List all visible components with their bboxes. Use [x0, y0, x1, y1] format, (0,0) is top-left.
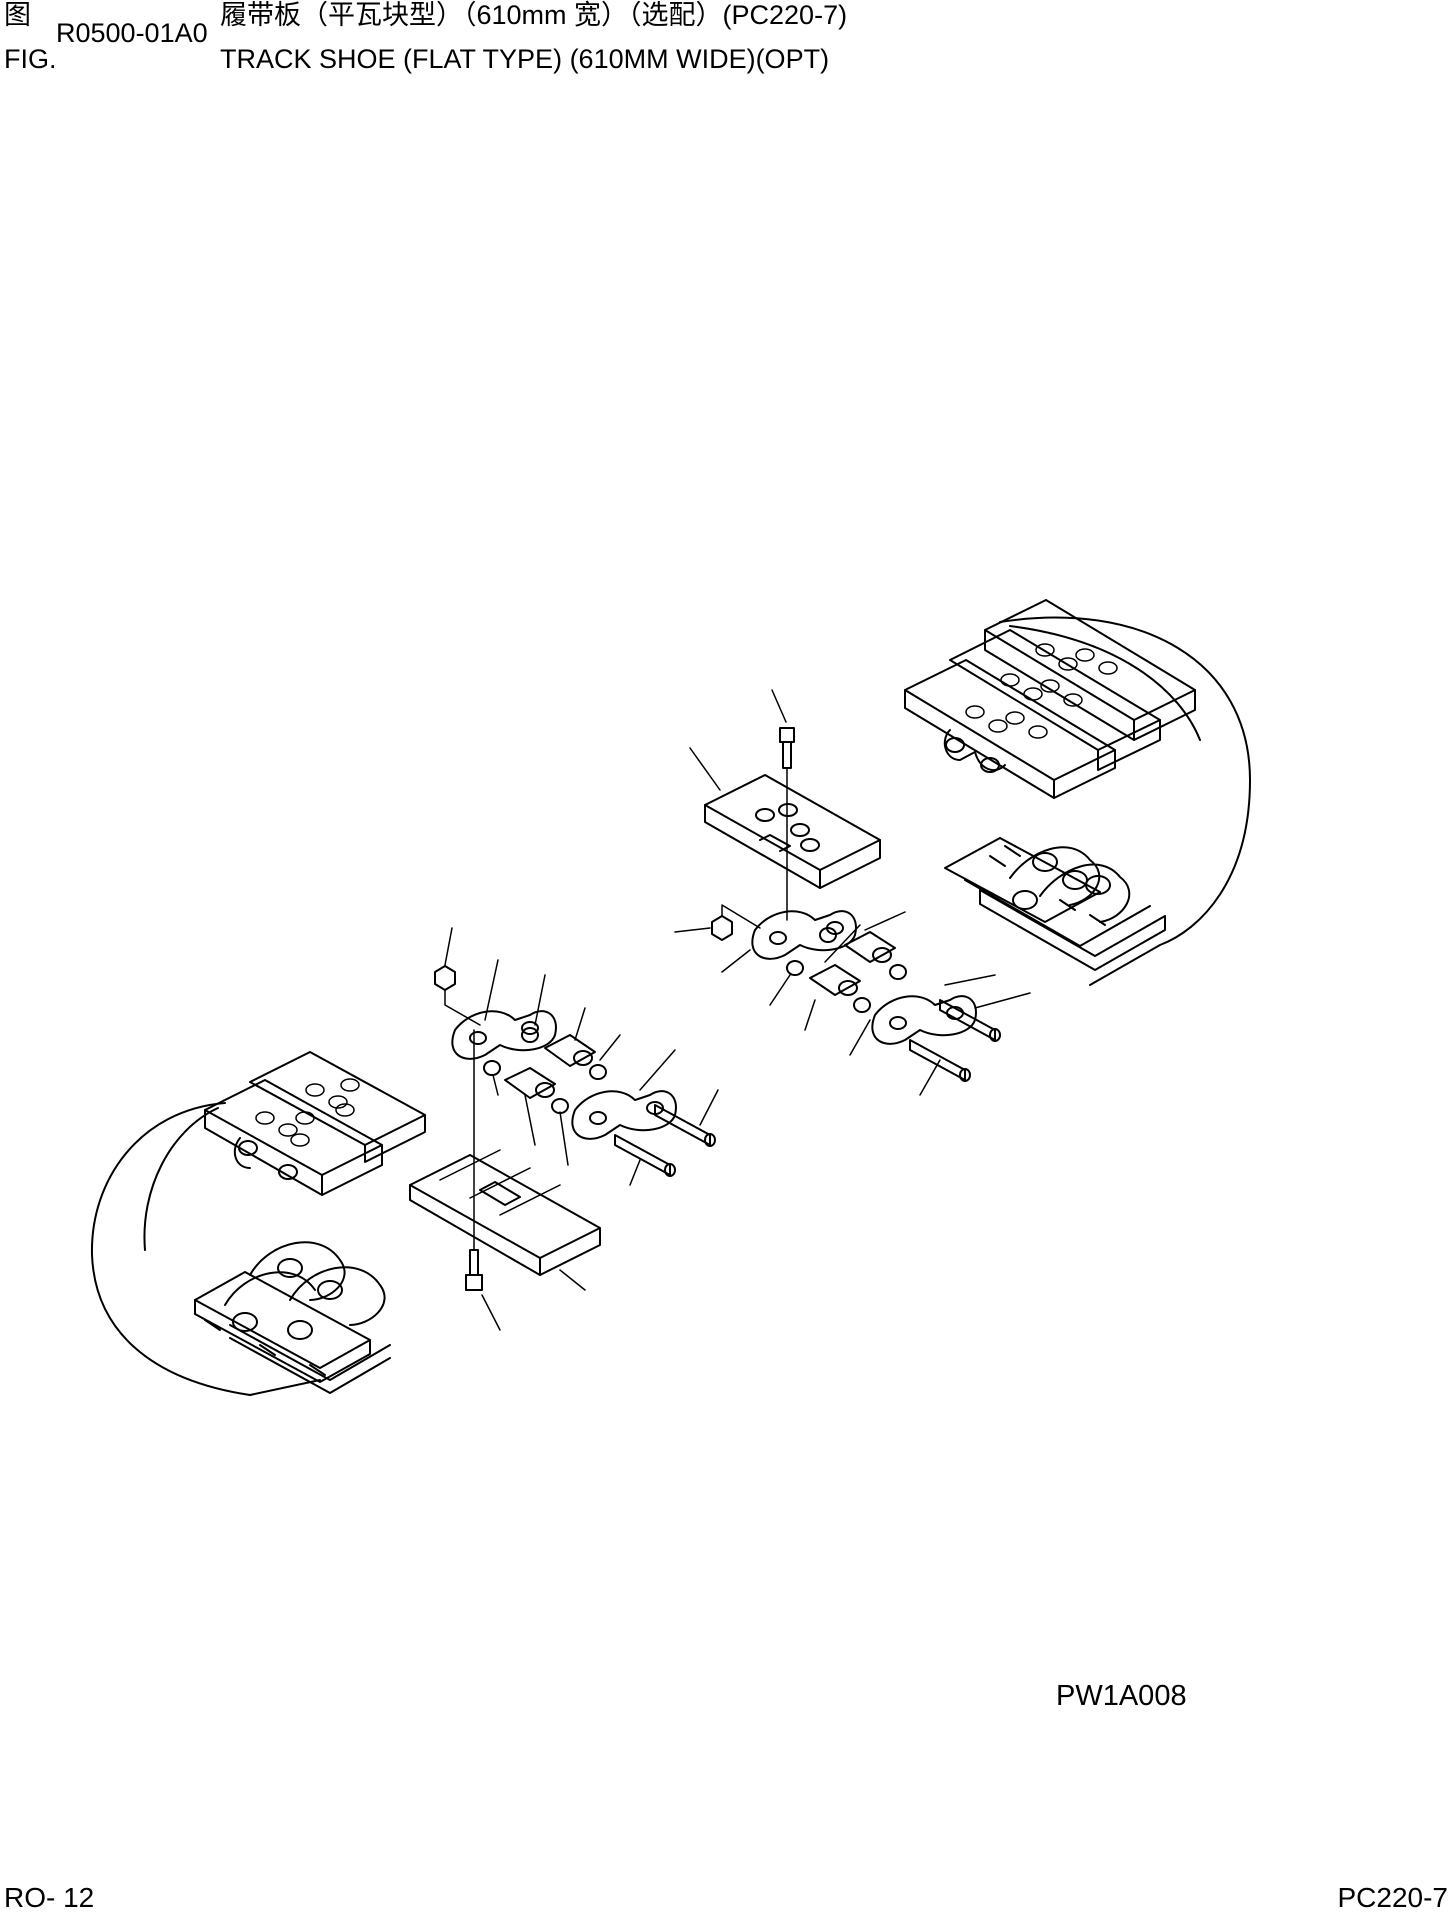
shoe-bolt-lower: [466, 1030, 482, 1290]
exploded-bushings-upper: [787, 928, 906, 1012]
link-assembly-right: [945, 838, 1165, 970]
track-shoe-upper-3: [905, 660, 1115, 798]
track-link-left-right: [572, 1091, 676, 1139]
figure-title-cn: 履带板（平瓦块型）（610mm 宽）（选配）(PC220-7): [220, 0, 848, 30]
shoe-bolt-holes-lower: [256, 1079, 359, 1146]
page-number: RO- 12: [4, 1882, 95, 1913]
shoe-nut-upper: [712, 905, 760, 940]
figure-label-cn: 图: [4, 0, 31, 30]
track-pins-upper: [910, 1000, 1000, 1081]
link-assembly-left: [195, 1242, 390, 1393]
assembled-track-right: [905, 600, 1250, 985]
assembled-track-left: [92, 1052, 425, 1395]
figure-title-en: TRACK SHOE (FLAT TYPE) (610MM WIDE)(OPT): [220, 44, 830, 74]
track-pins-left: [615, 1105, 715, 1176]
shoe-bolt-upper: [780, 728, 794, 920]
machine-model: PC220-7: [1337, 1882, 1448, 1913]
figure-label-en: FIG.: [4, 44, 57, 74]
leader-lines: [445, 690, 1030, 1330]
track-link-upper-right: [872, 996, 976, 1044]
exploded-bushings-left: [484, 1028, 606, 1113]
shoe-bolt-holes: [966, 644, 1117, 738]
exploded-track-shoe-lower: [410, 1150, 600, 1275]
track-shoe-upper-2: [950, 630, 1160, 770]
track-link-left: [452, 1011, 556, 1059]
exploded-track-shoe-upper: [705, 775, 880, 888]
figure-code: R0500-01A0: [56, 18, 208, 48]
track-shoe-lower-2: [205, 1080, 382, 1195]
drawing-reference-code: PW1A008: [1056, 1680, 1187, 1712]
track-link-upper: [752, 911, 856, 959]
track-shoe-upper-1: [985, 600, 1195, 740]
